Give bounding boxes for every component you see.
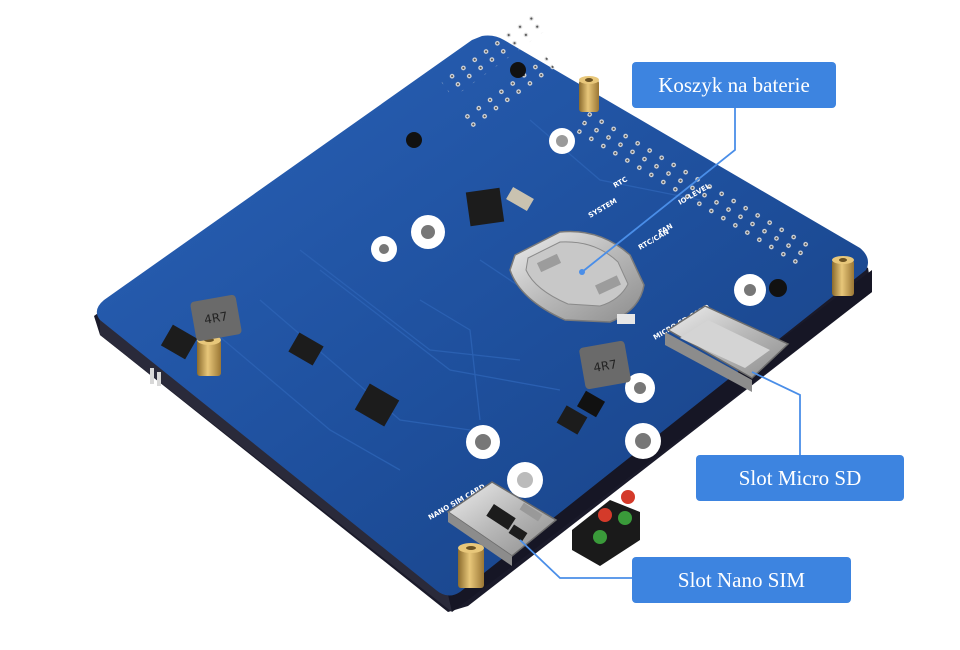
nano-sim-slot [446,481,558,566]
gpio-header-pads [440,9,813,268]
battery-holder [509,230,645,324]
callout-micro-sd-slot: Slot Micro SD [696,455,904,501]
callout-battery-holder: Koszyk na baterie [632,62,836,108]
brass-standoffs [197,76,854,588]
inductor-2: 4R7 [579,340,631,390]
micro-sd-slot [665,305,790,392]
mounting-holes [371,128,766,498]
side-pins [150,368,161,386]
inductor-1: 4R7 [190,294,242,342]
leader-battery-dot [579,269,585,275]
leader-micro-sd [751,371,801,455]
inductor-2-label: 4R7 [592,357,618,375]
led-indicators [572,490,640,566]
smd-components [160,62,787,435]
inductor-1-label: 4R7 [203,309,229,327]
leader-nano-sim [519,539,632,579]
callout-leaders [519,108,801,579]
callout-nano-sim-slot: Slot Nano SIM [632,557,851,603]
leader-battery [581,108,736,273]
